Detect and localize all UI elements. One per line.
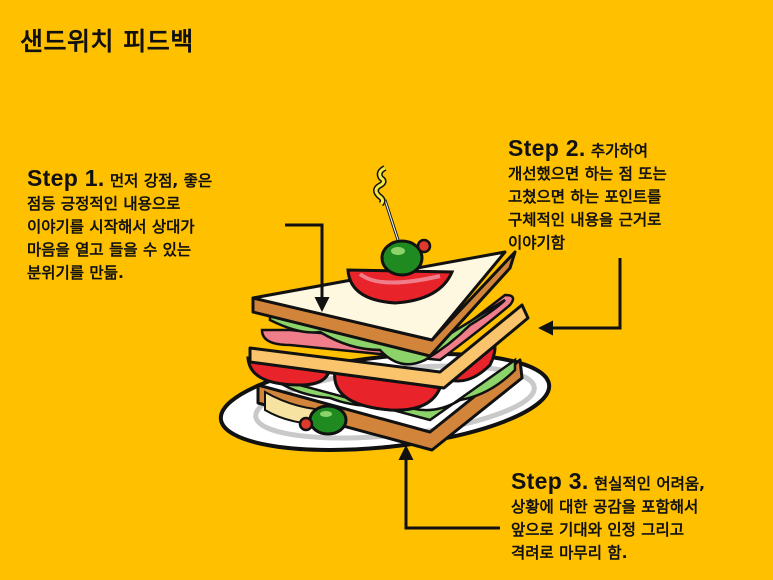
upper-lettuce-icon — [268, 298, 506, 366]
step-2-text: 추가하여 개선했으면 하는 점 또는 고쳤으면 하는 포인트를 구체적인 내용을… — [508, 142, 667, 252]
slide-title: 샌드위치 피드백 — [20, 27, 194, 56]
step-3-arrow-icon — [398, 445, 500, 530]
toothpick-icon — [373, 165, 400, 241]
olive-icon — [298, 404, 348, 436]
step-1-arrow-icon — [285, 223, 330, 312]
step-3-callout: Step 3. 현실적인 어려움, 상황에 대한 공감을 포함해서 앞으로 기대… — [511, 470, 773, 565]
step-1-callout: Step 1. 먼저 강점, 좋은 점등 긍정적인 내용으로 이야기를 시작해서… — [27, 167, 277, 285]
step-3-text: 현실적인 어려움, 상황에 대한 공감을 포함해서 앞으로 기대와 인정 그리고… — [511, 475, 706, 562]
step-1-label: Step 1. — [27, 165, 105, 191]
cheese-slice-icon — [248, 303, 530, 390]
step-3-label: Step 3. — [511, 468, 589, 494]
step-2-callout: Step 2. 추가하여 개선했으면 하는 점 또는 고쳤으면 하는 포인트를 … — [508, 137, 748, 255]
olive-icon — [380, 238, 432, 277]
step-1-text: 먼저 강점, 좋은 점등 긍정적인 내용으로 이야기를 시작해서 상대가 마음을… — [27, 172, 213, 282]
step-2-arrow-icon — [538, 258, 622, 336]
step-2-label: Step 2. — [508, 135, 586, 161]
